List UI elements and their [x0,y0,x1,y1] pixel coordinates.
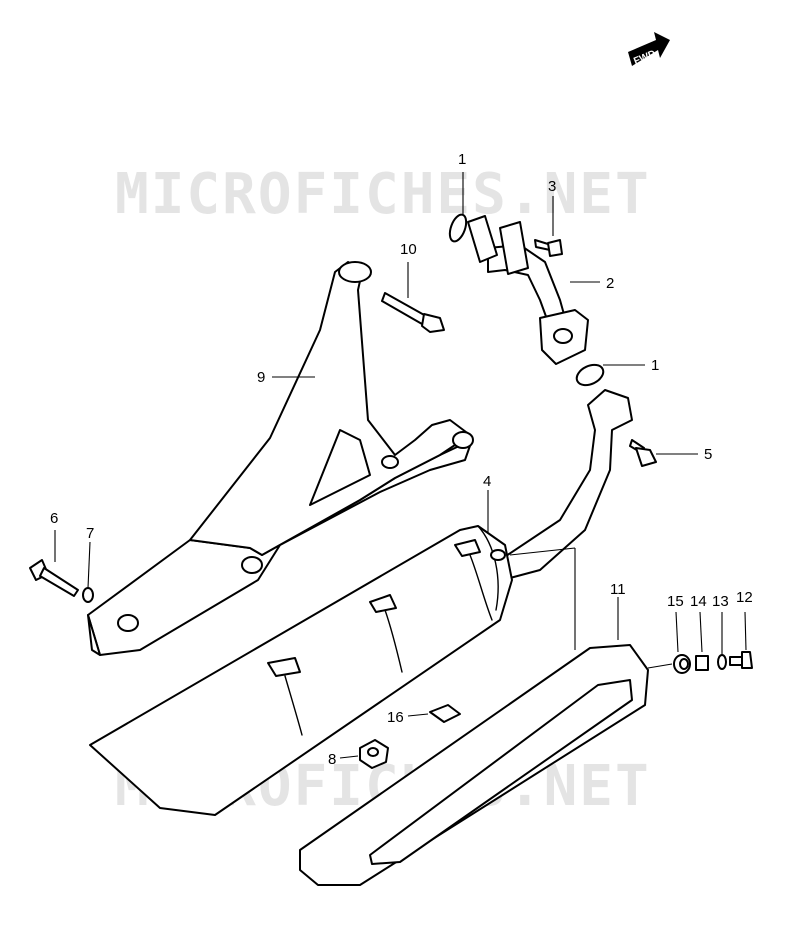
muffler-part-4 [89,389,633,816]
callout-5: 5 [704,446,712,463]
callout-10: 10 [400,241,417,258]
callout-13: 13 [712,593,729,610]
bolt-part-10 [381,292,445,333]
heat-shield-part-11 [299,644,649,886]
washer-part-7 [82,587,94,603]
callout-7: 7 [86,525,94,542]
screw-part-12 [729,651,753,669]
callout-9: 9 [257,369,265,386]
callout-2: 2 [606,275,614,292]
callout-12: 12 [736,589,753,606]
gasket-part-1-lower [575,363,605,387]
leader-lines [54,172,747,759]
bracket-part-9 [87,261,474,656]
washer-part-13 [717,654,727,670]
bolt-part-3 [534,239,563,257]
bushing-part-14 [695,655,709,671]
callout-6: 6 [50,510,58,527]
gasket-part-1-top [448,213,468,243]
pad-part-16 [429,704,461,723]
nut-part-8 [359,739,389,769]
watermark-top: MICROFICHES.NET [115,162,651,227]
callout-4: 4 [483,473,491,490]
callout-1-top: 1 [458,151,466,168]
fwd-arrow-icon: FWD [628,32,670,67]
exhaust-pipe-part-2 [467,215,589,365]
callout-16: 16 [387,709,404,726]
callout-11: 11 [610,581,626,598]
bolt-part-5 [629,439,657,467]
callout-15: 15 [667,593,684,610]
bolt-part-6 [29,559,79,597]
callout-1-lower: 1 [651,357,659,374]
callout-14: 14 [690,593,707,610]
callout-3: 3 [548,178,556,195]
callout-8: 8 [328,751,336,768]
collar-part-15 [673,654,691,674]
callout-labels: 1 1 2 3 4 5 6 7 8 9 10 11 12 13 14 15 16 [50,151,753,768]
